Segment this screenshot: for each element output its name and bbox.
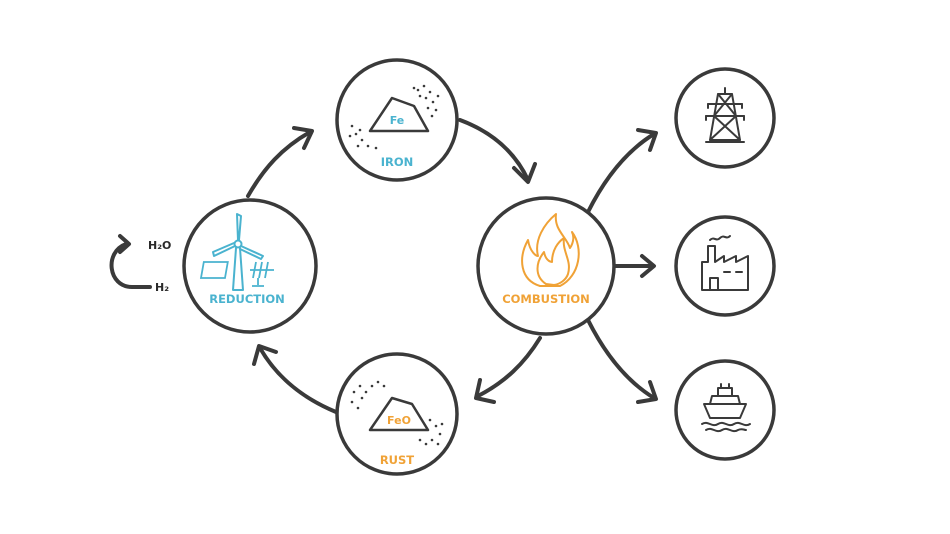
arrow-to-shipping	[586, 318, 656, 400]
rust-symbol: FeO	[387, 414, 411, 427]
side-loop-arrow-head	[118, 234, 131, 254]
shipping-node	[674, 359, 776, 461]
iron-label: IRON	[381, 155, 414, 169]
arrow-reduction-to-iron	[246, 130, 312, 198]
arrow-combustion-to-rust	[476, 336, 542, 398]
flame-icon	[521, 213, 580, 287]
arrow-to-shipping-head	[636, 380, 658, 404]
arrow-to-industry-head	[640, 254, 656, 278]
power-pylon-icon	[705, 87, 745, 143]
reduction-node	[182, 198, 318, 334]
h2o-label: H₂O	[148, 239, 171, 252]
rust-label: RUST	[380, 453, 414, 467]
industry-node	[674, 215, 776, 317]
node-circles	[182, 58, 776, 476]
arrow-reduction-to-iron-head	[292, 126, 314, 150]
arrow-rust-to-reduction	[258, 346, 338, 414]
rust-pile-icon	[350, 380, 444, 446]
iron-pile-icon	[348, 84, 440, 150]
reduction-label: REDUCTION	[209, 292, 285, 306]
power-node	[674, 67, 776, 169]
arrow-rust-to-reduction-head	[252, 344, 278, 366]
ship-icon	[701, 383, 751, 433]
h2-label: H₂	[155, 281, 169, 294]
arrow-combustion-to-rust-head	[474, 378, 496, 404]
combustion-node	[476, 196, 616, 336]
cycle-arrows	[109, 118, 658, 414]
side-loop-arrow	[109, 242, 152, 289]
combustion-label: COMBUSTION	[502, 292, 590, 306]
arrow-iron-to-combustion-head	[512, 162, 537, 184]
iron-node	[335, 58, 459, 182]
arrow-iron-to-combustion	[458, 118, 530, 182]
arrow-to-power-head	[636, 128, 658, 152]
solar-panel-icon	[199, 261, 274, 287]
arrow-to-power	[586, 132, 656, 214]
wind-turbine-icon	[212, 213, 264, 291]
iron-symbol: Fe	[390, 114, 405, 127]
factory-icon	[701, 235, 749, 291]
